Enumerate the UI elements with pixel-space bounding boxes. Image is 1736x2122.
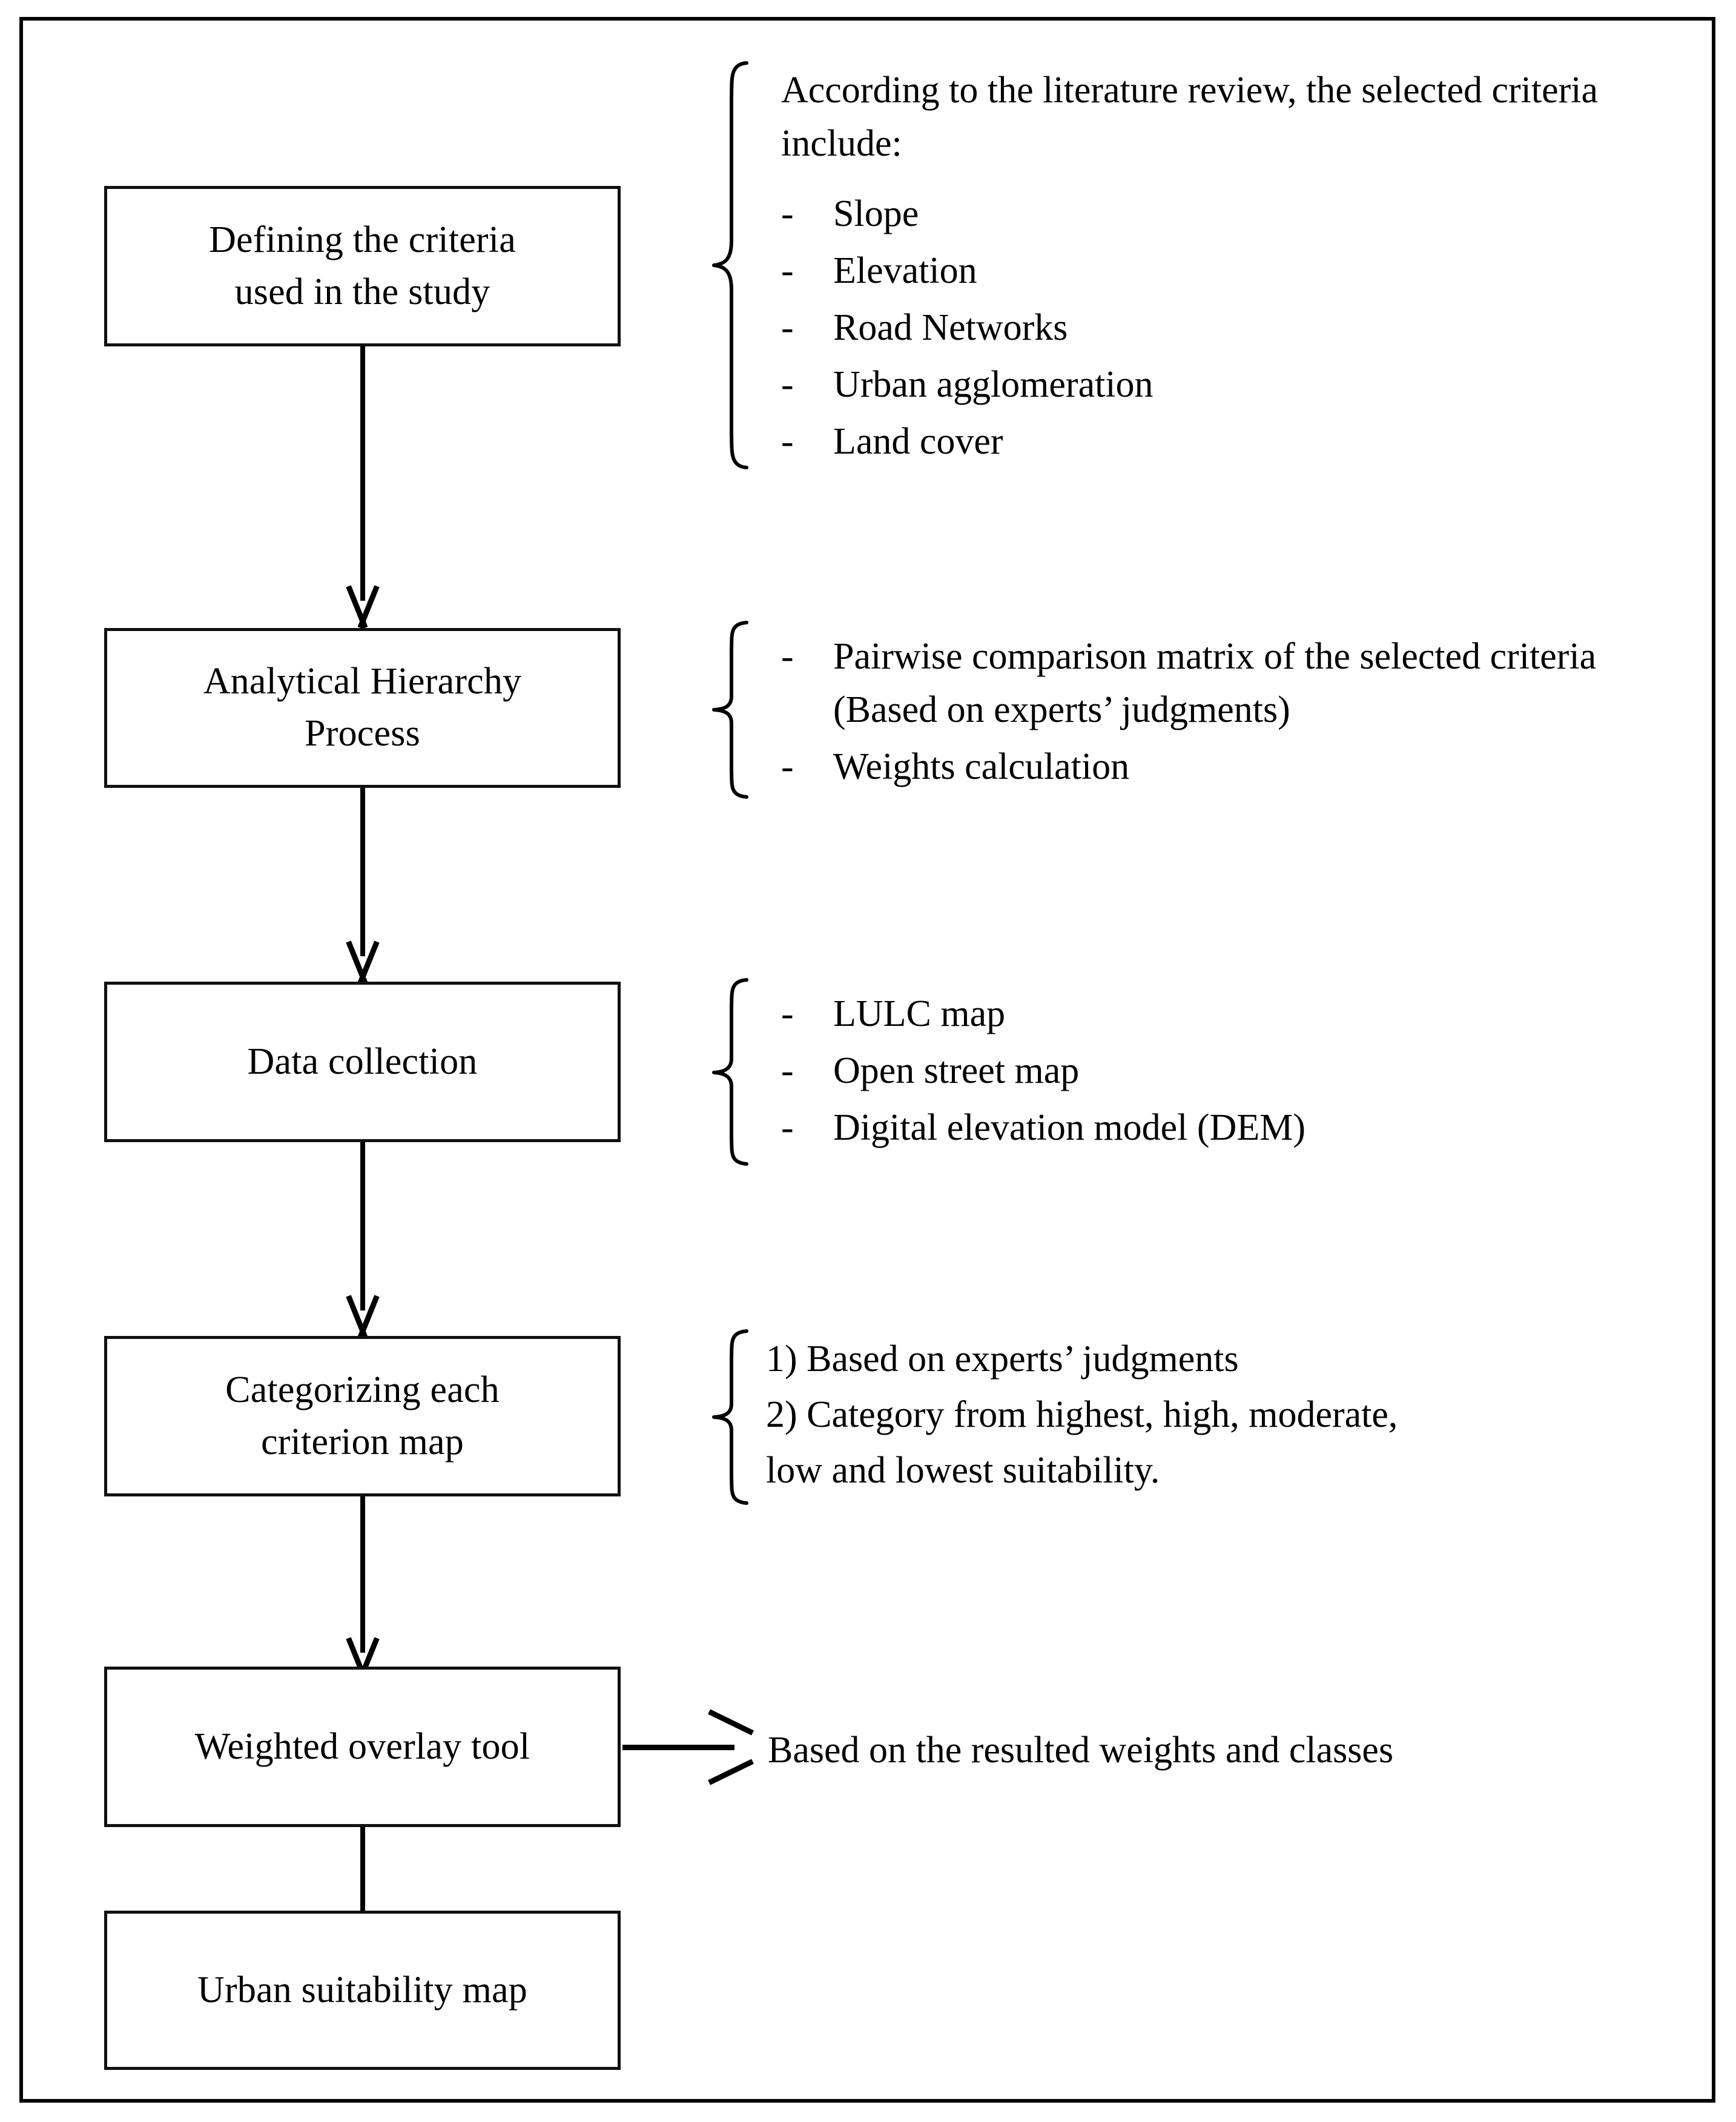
annotation-data-collection: - LULC map - Open street map - Digital e… bbox=[781, 987, 1677, 1158]
arrow-criteria-to-ahp bbox=[326, 346, 399, 628]
ahp-item-label: Pairwise comparison matrix of the select… bbox=[833, 636, 1597, 731]
arrow-overlay-to-note bbox=[622, 1711, 753, 1783]
brace-data-collection bbox=[711, 976, 749, 1169]
list-item: - Slope bbox=[781, 187, 1677, 240]
list-item: - Open street map bbox=[781, 1044, 1677, 1097]
list-item: - Digital elevation model (DEM) bbox=[781, 1101, 1677, 1154]
list-item: - LULC map bbox=[781, 987, 1677, 1040]
brace-categorizing bbox=[711, 1327, 749, 1507]
process-box-defining-criteria[interactable]: Defining the criteria used in the study bbox=[104, 186, 621, 346]
process-box-categorizing-criterion-map[interactable]: Categorizing each criterion map bbox=[104, 1336, 621, 1496]
list-item: - Road Networks bbox=[781, 301, 1677, 354]
dash-bullet-icon: - bbox=[781, 193, 794, 235]
figure-border bbox=[19, 17, 1715, 2103]
brace-ahp bbox=[711, 619, 749, 801]
annotation-criteria: According to the literature review, the … bbox=[781, 64, 1677, 472]
list-item: - Urban agglomeration bbox=[781, 358, 1677, 411]
list-item: - Weights calculation bbox=[781, 740, 1689, 793]
process-box-label: Data collection bbox=[247, 1040, 478, 1082]
criteria-item-label: Urban agglomeration bbox=[833, 364, 1153, 406]
dash-bullet-icon: - bbox=[781, 250, 794, 292]
data-collection-list: - LULC map - Open street map - Digital e… bbox=[781, 987, 1677, 1154]
annotation-criteria-intro: According to the literature review, the … bbox=[781, 70, 1598, 165]
arrow-ahp-to-data-collection bbox=[326, 788, 399, 982]
ahp-list: - Pairwise comparison matrix of the sele… bbox=[781, 630, 1689, 793]
categorizing-line: 2) Category from highest, high, moderate… bbox=[766, 1394, 1398, 1436]
list-item: - Pairwise comparison matrix of the sele… bbox=[781, 630, 1689, 736]
process-box-weighted-overlay-tool[interactable]: Weighted overlay tool bbox=[104, 1667, 621, 1827]
dash-bullet-icon: - bbox=[781, 307, 794, 349]
brace-criteria bbox=[711, 59, 749, 471]
data-item-label: Digital elevation model (DEM) bbox=[833, 1107, 1305, 1149]
criteria-item-label: Land cover bbox=[833, 421, 1003, 463]
data-item-label: Open street map bbox=[833, 1050, 1080, 1092]
overlay-note-label: Based on the resulted weights and classe… bbox=[768, 1730, 1394, 1771]
dash-bullet-icon: - bbox=[781, 1107, 794, 1149]
data-item-label: LULC map bbox=[833, 993, 1006, 1034]
process-box-label: Urban suitability map bbox=[197, 1969, 527, 2011]
dash-bullet-icon: - bbox=[781, 421, 794, 463]
criteria-list: - Slope - Elevation - Road Networks - Ur… bbox=[781, 187, 1677, 468]
process-box-label: Defining the criteria used in the study bbox=[209, 219, 516, 312]
process-box-analytical-hierarchy-process[interactable]: Analytical Hierarchy Process bbox=[104, 628, 621, 788]
process-box-urban-suitability-map[interactable]: Urban suitability map bbox=[104, 1911, 621, 2070]
process-box-label: Analytical Hierarchy Process bbox=[203, 661, 522, 754]
list-item: - Land cover bbox=[781, 415, 1677, 468]
annotation-ahp: - Pairwise comparison matrix of the sele… bbox=[781, 630, 1689, 797]
dash-bullet-icon: - bbox=[781, 993, 794, 1034]
dash-bullet-icon: - bbox=[781, 636, 794, 677]
dash-bullet-icon: - bbox=[781, 1050, 794, 1092]
categorizing-line: low and lowest suitability. bbox=[766, 1450, 1160, 1492]
process-box-label: Categorizing each criterion map bbox=[225, 1369, 500, 1463]
annotation-overlay: Based on the resulted weights and classe… bbox=[768, 1724, 1688, 1777]
criteria-item-label: Road Networks bbox=[833, 307, 1068, 349]
criteria-item-label: Elevation bbox=[833, 250, 977, 292]
categorizing-line: 1) Based on experts’ judgments bbox=[766, 1338, 1239, 1380]
criteria-item-label: Slope bbox=[833, 193, 919, 235]
dash-bullet-icon: - bbox=[781, 746, 794, 788]
list-item: - Elevation bbox=[781, 244, 1677, 297]
dash-bullet-icon: - bbox=[781, 364, 794, 406]
process-box-label: Weighted overlay tool bbox=[194, 1725, 530, 1767]
arrow-categorizing-to-overlay bbox=[326, 1496, 399, 1678]
arrow-data-collection-to-categorizing bbox=[326, 1142, 399, 1336]
annotation-categorizing: 1) Based on experts’ judgments 2) Catego… bbox=[766, 1332, 1686, 1499]
ahp-item-label: Weights calculation bbox=[833, 746, 1130, 788]
process-box-data-collection[interactable]: Data collection bbox=[104, 982, 621, 1142]
